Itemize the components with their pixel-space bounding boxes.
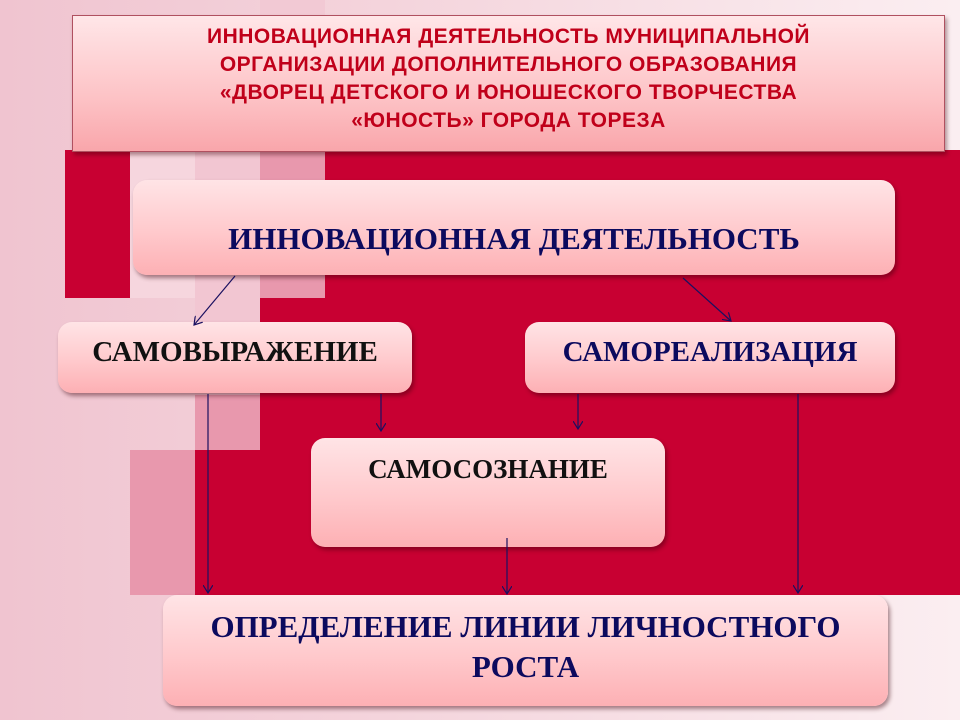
bg-crimson-block bbox=[195, 450, 260, 595]
node-self-expression: САМОВЫРАЖЕНИЕ bbox=[58, 322, 412, 393]
title-line: «ЮНОСТЬ» ГОРОДА ТОРЕЗА bbox=[351, 109, 666, 132]
title-line: «ДВОРЕЦ ДЕТСКОГО И ЮНОШЕСКОГО ТВОРЧЕСТВА bbox=[219, 81, 798, 104]
bg-crimson-strip bbox=[65, 150, 130, 298]
bg-pink-block bbox=[130, 450, 195, 595]
arrow bbox=[194, 275, 236, 325]
node-growth-line: ОПРЕДЕЛЕНИЕ ЛИНИИ ЛИЧНОСТНОГО РОСТА bbox=[163, 595, 888, 706]
node-self-awareness: САМОСОЗНАНИЕ bbox=[311, 438, 665, 547]
title-line: ИННОВАЦИОННАЯ ДЕЯТЕЛЬНОСТЬ МУНИЦИПАЛЬНОЙ bbox=[206, 25, 811, 48]
arrow bbox=[682, 277, 731, 321]
title-line: ОРГАНИЗАЦИИ ДОПОЛНИТЕЛЬНОГО ОБРАЗОВАНИЯ bbox=[219, 53, 798, 76]
node-innovation: ИННОВАЦИОННАЯ ДЕЯТЕЛЬНОСТЬ bbox=[133, 180, 895, 275]
bg-pink-block bbox=[195, 395, 260, 450]
slide-title: ИННОВАЦИОННАЯ ДЕЯТЕЛЬНОСТЬ МУНИЦИПАЛЬНОЙ… bbox=[72, 15, 945, 152]
node-self-realization: САМОРЕАЛИЗАЦИЯ bbox=[525, 322, 895, 393]
